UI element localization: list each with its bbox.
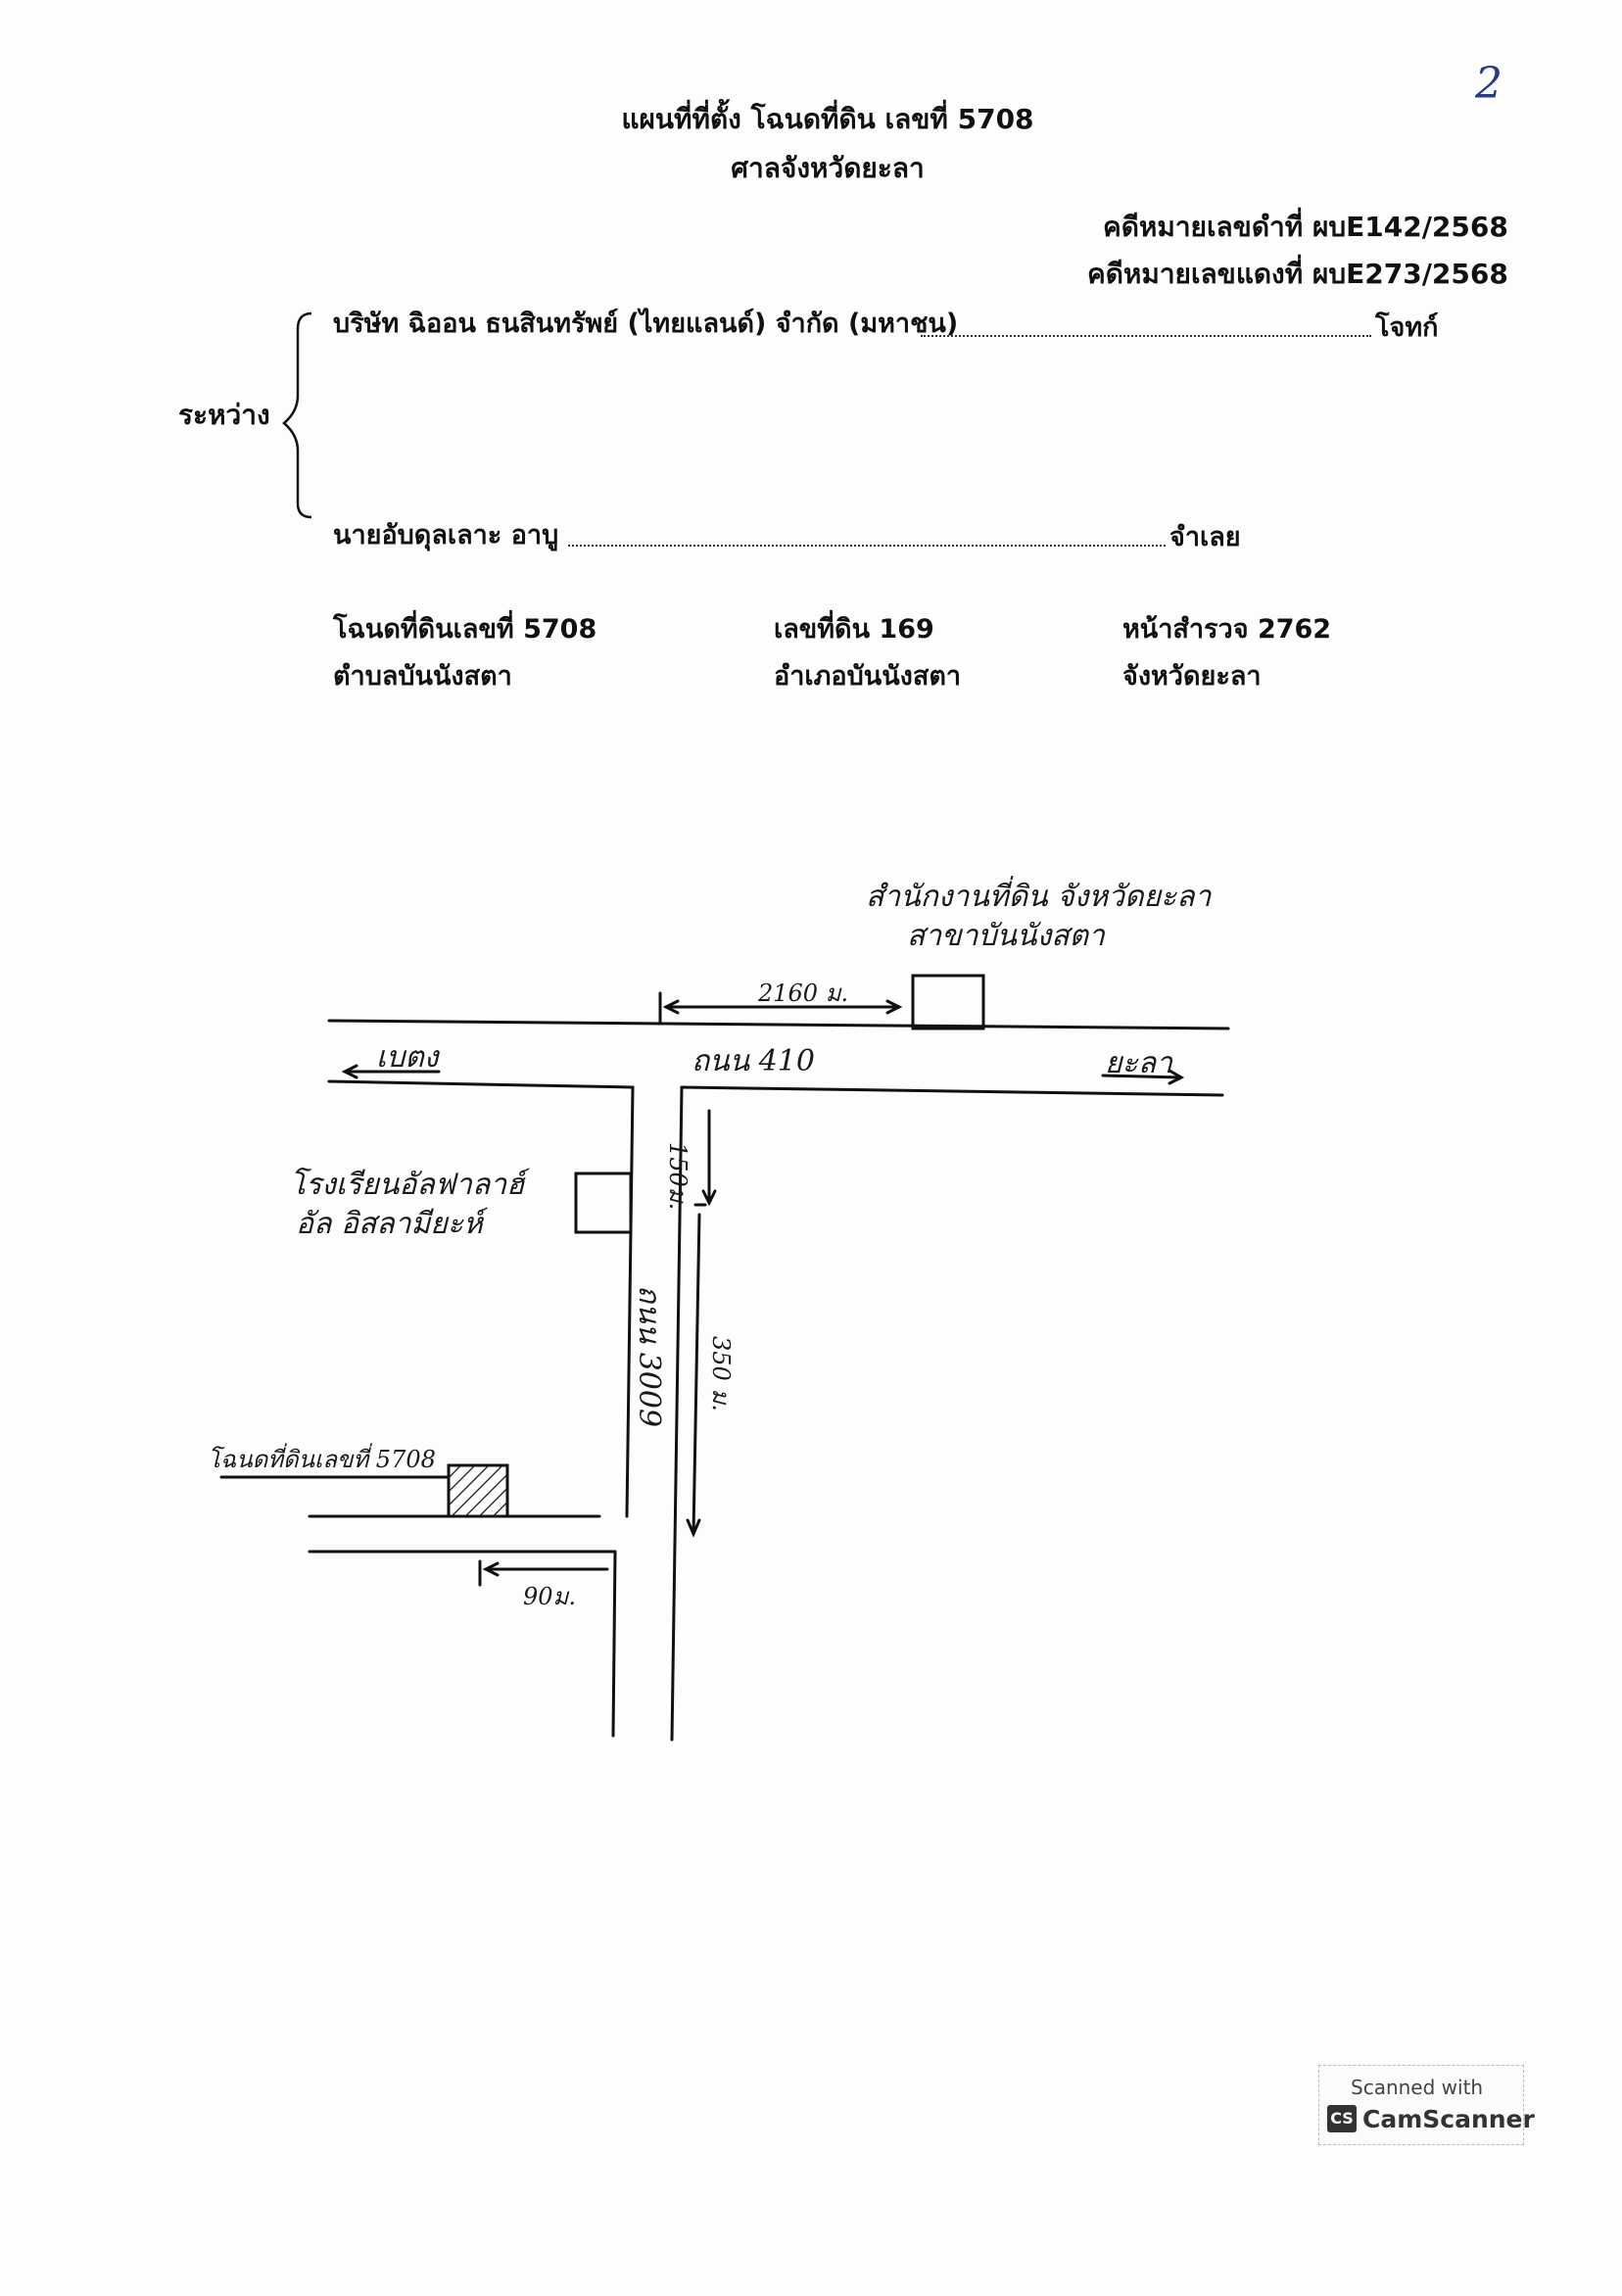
defendant-dotted-line: [568, 545, 1166, 547]
land-office-building: [911, 974, 985, 1030]
to-betong-label: เบตง: [376, 1040, 439, 1075]
dist-150-label: 150ม.: [664, 1142, 692, 1211]
road-3009-label: ถนน 3009: [632, 1285, 666, 1428]
dist-90-label: 90ม.: [523, 1583, 576, 1610]
court-name: ศาลจังหวัดยะลา: [731, 152, 925, 184]
dist-office-label: 2160 ม.: [758, 980, 849, 1007]
dist-350-arrow: [692, 1213, 701, 1536]
highway-410-top-edge: [327, 1019, 1230, 1030]
defendant-name: นายอับดุลเลาะ อาบู: [333, 520, 559, 550]
deed-number: โฉนดที่ดินเลขที่ 5708: [333, 614, 597, 645]
deed-location-label: โฉนดที่ดินเลขที่ 5708: [208, 1446, 436, 1473]
school-label-line2: อัล อิสลามียะห์: [296, 1207, 483, 1241]
road-3009-left-edge-lower: [611, 1550, 617, 1738]
dist-office-arrowhead-right: [885, 999, 903, 1015]
black-case-number: คดีหมายเลขดำที่ ผบE142/2568: [1103, 211, 1508, 243]
dist-350-label: 350 ม.: [707, 1336, 735, 1411]
dist-90-arrowhead: [482, 1561, 500, 1577]
land-office-branch-label: สาขาบันนังสตา: [907, 919, 1105, 953]
highway-410-label: ถนน 410: [692, 1044, 815, 1078]
betong-arrowhead: [341, 1064, 358, 1079]
plaintiff-dotted-line: [921, 335, 1371, 337]
between-label: ระหว่าง: [178, 399, 270, 431]
dist-350-arrowhead: [686, 1518, 701, 1538]
land-parcel-5708: [447, 1463, 509, 1518]
camscanner-watermark: Scanned with CS CamScanner: [1318, 2065, 1535, 2145]
district: อำเภอบันนังสตา: [774, 661, 962, 692]
province: จังหวัดยะลา: [1122, 661, 1262, 692]
camscanner-brand: CamScanner: [1362, 2105, 1535, 2133]
defendant-role: จำเลย: [1169, 522, 1241, 552]
page-number: 2: [1475, 59, 1503, 109]
subdistrict: ตำบลบันนังสตา: [333, 661, 512, 692]
highway-410-right-bottom-edge: [680, 1085, 1224, 1097]
land-office-label: สำนักงานที่ดิน จังหวัดยะลา: [866, 880, 1212, 914]
scanned-with-text: Scanned with: [1351, 2076, 1484, 2099]
plaintiff-name: บริษัท ฉิออน ธนสินทรัพย์ (ไทยแลนด์) จำกั…: [333, 309, 959, 339]
dist-150-arrowhead: [701, 1189, 717, 1207]
school-building: [574, 1172, 633, 1234]
survey-page: หน้าสำรวจ 2762: [1122, 614, 1332, 645]
plaintiff-role: โจทก์: [1375, 312, 1439, 343]
red-case-number: คดีหมายเลขแดงที่ ผบE273/2568: [1087, 258, 1508, 290]
highway-410-left-bottom-edge: [327, 1079, 635, 1089]
land-number: เลขที่ดิน 169: [774, 614, 934, 645]
document-title: แผนที่ที่ตั้ง โฉนดที่ดิน เลขที่ 5708: [621, 103, 1034, 135]
to-yala-label: ยะลา: [1105, 1046, 1172, 1080]
dist-office-arrowhead-left: [662, 999, 680, 1015]
camscanner-logo-icon: CS: [1327, 2105, 1357, 2132]
school-label: โรงเรียนอัลฟาลาฮ์: [290, 1168, 525, 1202]
